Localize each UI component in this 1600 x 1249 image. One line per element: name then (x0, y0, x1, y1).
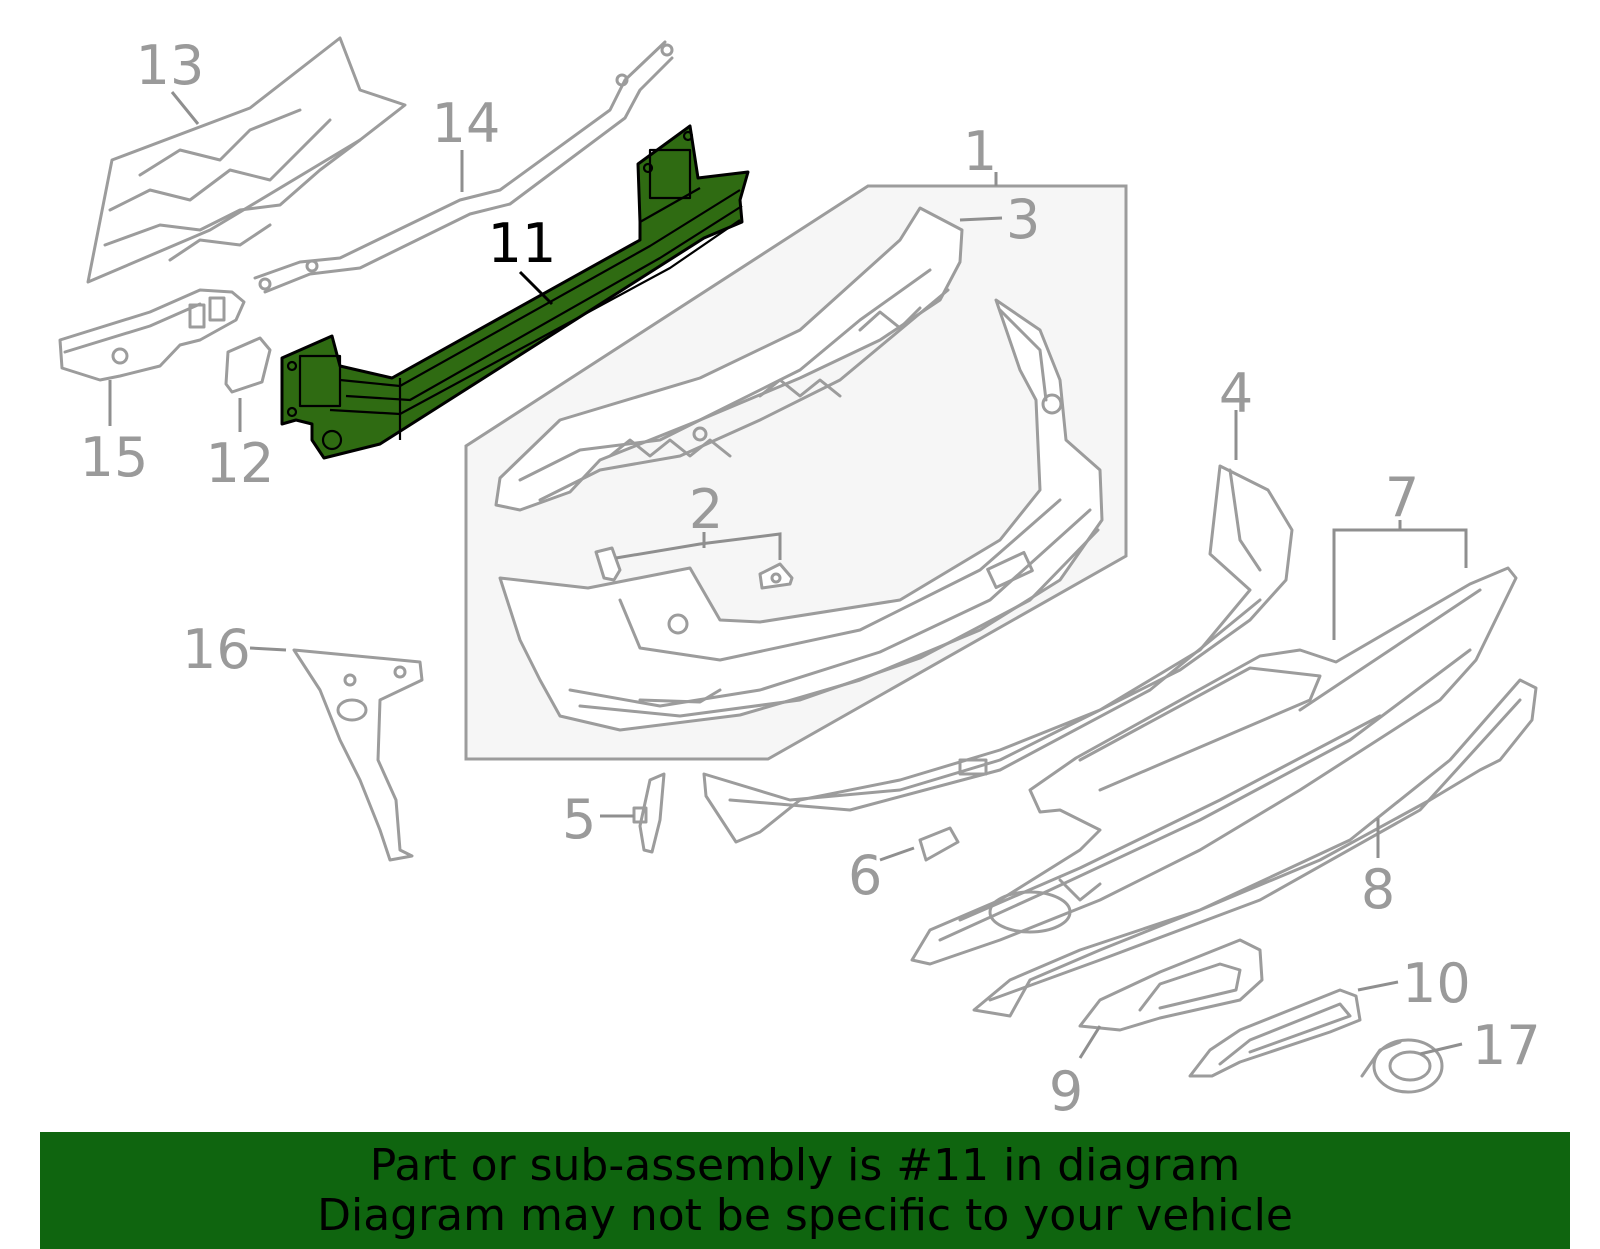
part-16-side-bracket[interactable] (292, 648, 424, 862)
callout-3[interactable]: 3 (1006, 188, 1040, 251)
callouts: 1 2 3 4 5 6 7 8 9 10 11 12 13 14 15 16 1… (80, 34, 1541, 1123)
callout-12[interactable]: 12 (206, 432, 275, 495)
callout-10[interactable]: 10 (1402, 952, 1471, 1015)
callout-16[interactable]: 16 (182, 618, 251, 681)
callout-7[interactable]: 7 (1385, 466, 1419, 529)
part-14-bracket-strip[interactable] (253, 40, 674, 294)
part-8-trim-strip[interactable] (972, 678, 1538, 1018)
part-4-lower-skirt[interactable] (702, 464, 1294, 844)
part-9-exhaust-trim[interactable] (1078, 938, 1264, 1032)
callout-2[interactable]: 2 (689, 478, 723, 541)
part-2-clips[interactable] (594, 546, 794, 590)
part-17-exhaust-tip[interactable] (1360, 1038, 1444, 1094)
part-5-bracket[interactable] (632, 772, 666, 854)
part-7-diffuser[interactable] (910, 566, 1518, 966)
callout-6[interactable]: 6 (848, 844, 882, 907)
part-15-mount-bracket[interactable] (58, 288, 246, 382)
part-10-exhaust-tip[interactable] (1188, 988, 1362, 1078)
callout-4[interactable]: 4 (1219, 362, 1253, 425)
callout-15[interactable]: 15 (80, 426, 149, 489)
part-12-clip[interactable] (224, 336, 272, 394)
info-banner: Part or sub-assembly is #11 in diagram D… (40, 1132, 1570, 1249)
leader-lines (108, 91, 1468, 1059)
callout-8[interactable]: 8 (1361, 858, 1395, 921)
part-3-bumper-guide[interactable] (494, 206, 964, 512)
banner-line-disclaimer: Diagram may not be specific to your vehi… (317, 1189, 1293, 1241)
callout-1[interactable]: 1 (963, 120, 997, 183)
callout-14[interactable]: 14 (432, 92, 501, 155)
part-6-cap[interactable] (918, 826, 960, 862)
part-11-bumper-reinforcement[interactable] (280, 124, 750, 460)
callout-13[interactable]: 13 (136, 34, 205, 97)
callout-5[interactable]: 5 (562, 788, 596, 851)
banner-line-part: Part or sub-assembly is #11 in diagram (369, 1139, 1241, 1191)
callout-11[interactable]: 11 (488, 212, 557, 275)
part-1-bumper-cover[interactable] (498, 298, 1104, 732)
callout-9[interactable]: 9 (1049, 1060, 1083, 1123)
callout-17[interactable]: 17 (1472, 1014, 1541, 1077)
part-13-heat-shield[interactable] (86, 36, 407, 284)
